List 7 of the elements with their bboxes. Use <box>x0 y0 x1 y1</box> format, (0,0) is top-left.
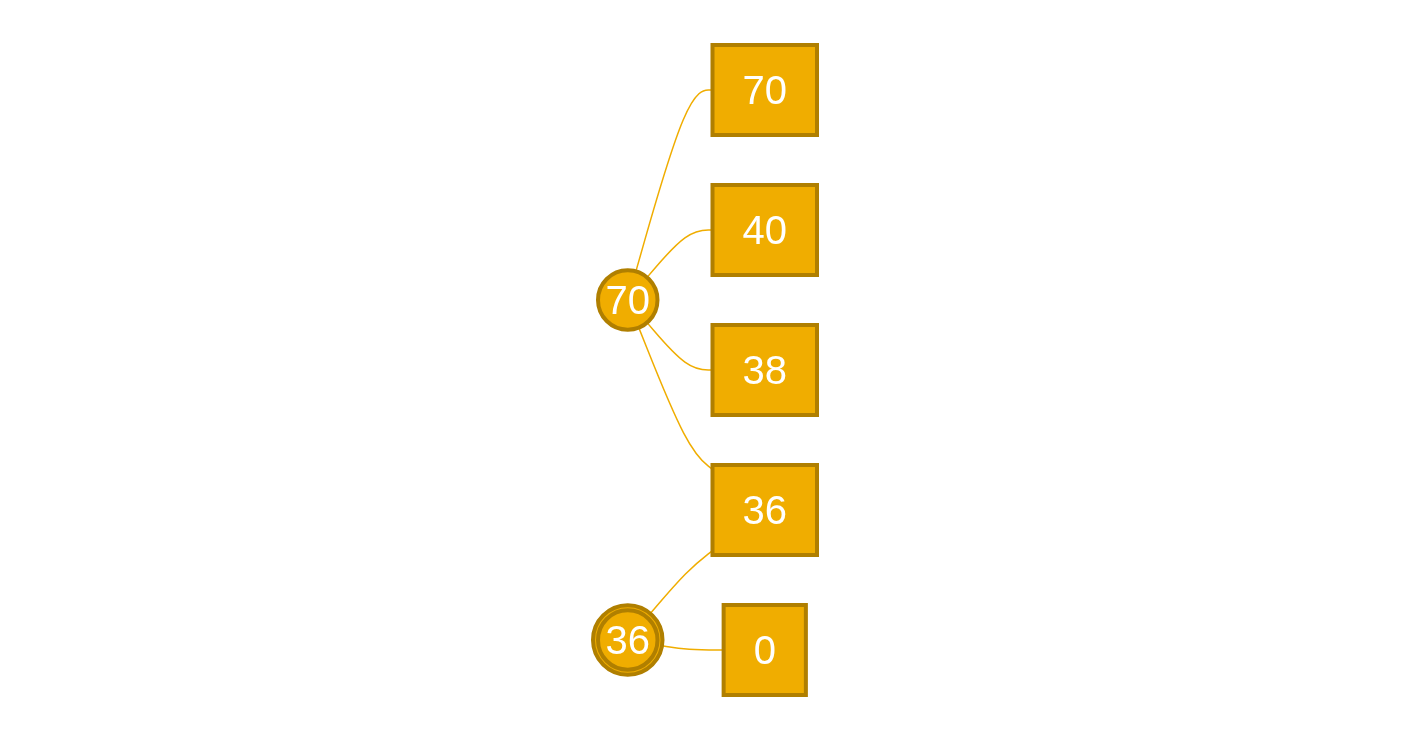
node-box: 38 <box>710 322 819 417</box>
node-box: 36 <box>710 462 819 557</box>
node-circle: 70 <box>595 267 659 332</box>
node-box: 40 <box>710 182 819 277</box>
node-box: 70 <box>710 42 819 137</box>
node-circle: 36 <box>590 602 664 677</box>
node-box: 0 <box>721 602 808 697</box>
